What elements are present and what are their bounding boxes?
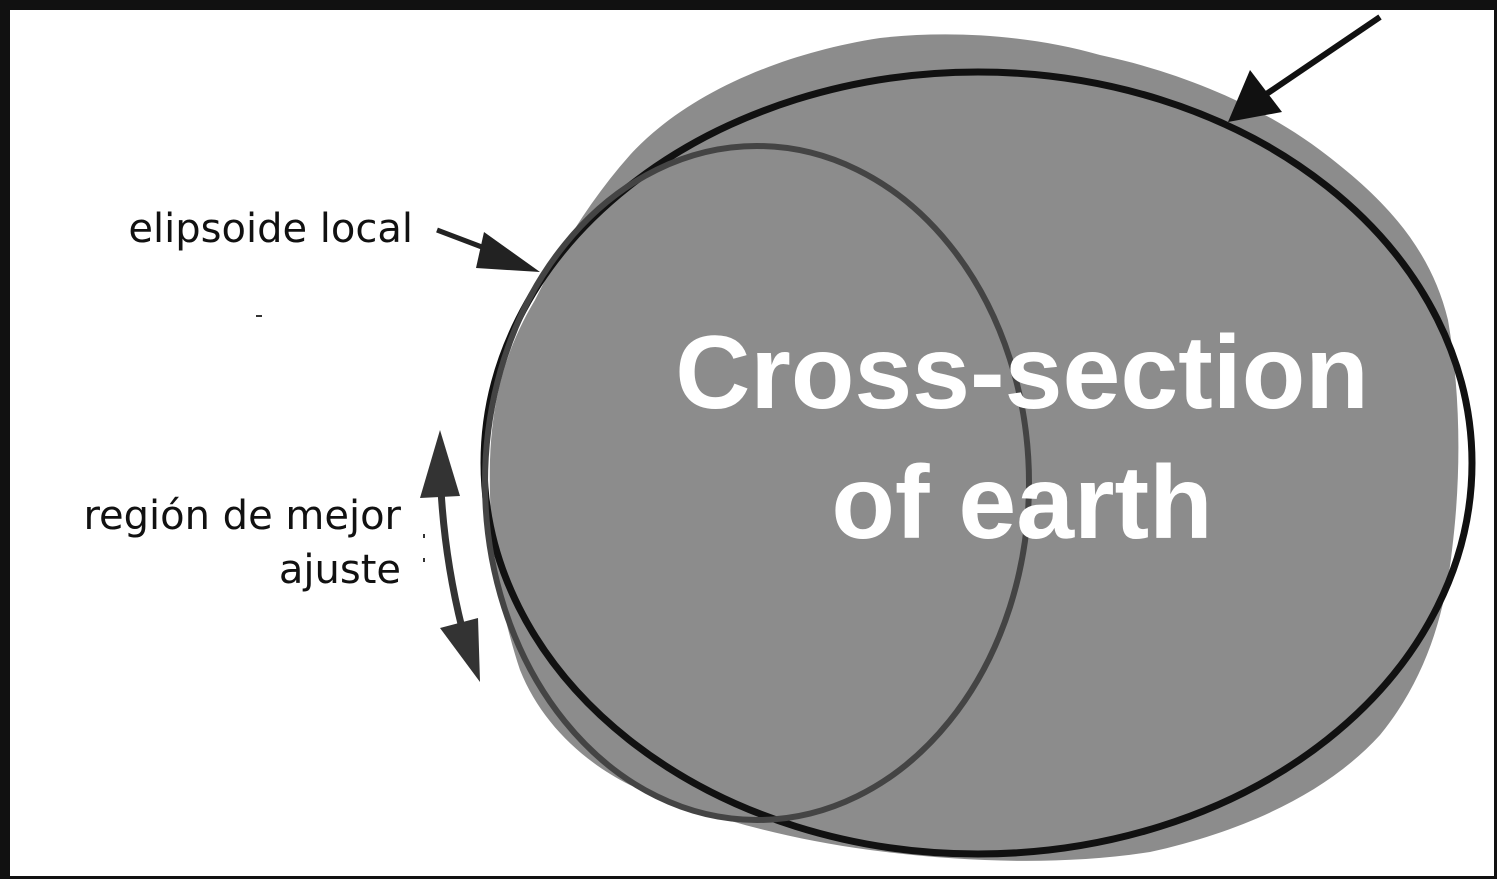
title-line1: Cross-section bbox=[675, 315, 1369, 431]
title-line2: of earth bbox=[831, 445, 1212, 561]
best-fit-region-label-line1: región de mejor bbox=[83, 493, 401, 539]
best-fit-region-arc bbox=[441, 490, 462, 628]
local-ellipsoid-arrow-head bbox=[476, 232, 540, 272]
best-fit-region-arrow-head-bottom bbox=[440, 618, 480, 682]
best-fit-region-label-line2: ajuste bbox=[279, 547, 401, 593]
global-ellipsoid-arrow-head bbox=[1228, 70, 1282, 122]
best-fit-region-arrow-head-top bbox=[420, 430, 460, 498]
global-ellipsoid-arrow-shaft bbox=[1262, 17, 1380, 97]
local-ellipsoid-label: elipsoide local bbox=[128, 206, 413, 252]
